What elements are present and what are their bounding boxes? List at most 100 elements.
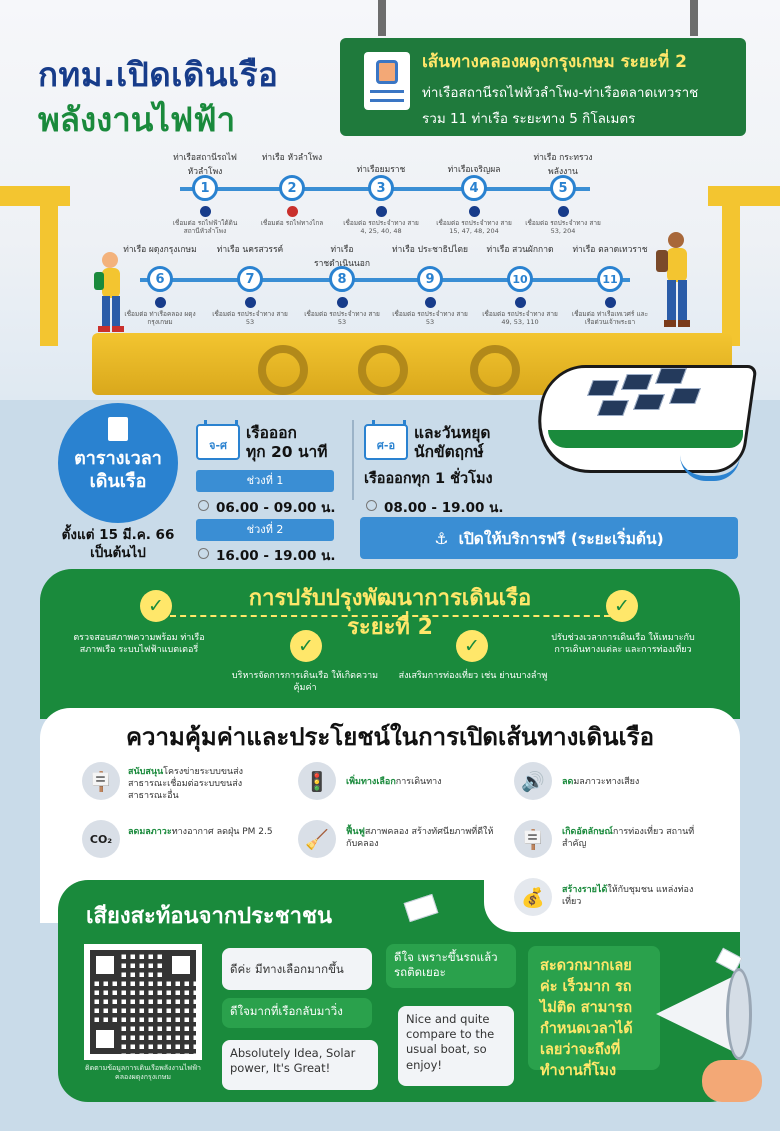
traffic-light-icon: 🚦 (298, 762, 336, 800)
slot1-time: 06.00 - 09.00 น. (216, 500, 336, 516)
benefit-item: เกิดอัตลักษณ์การท่องเที่ยว สถานที่สำคัญ (562, 826, 712, 850)
bus-icon (515, 297, 526, 308)
station-info: เชื่อมต่อ รถไฟทางไกล (260, 219, 324, 227)
benefit-item: ลดมลภาวะทางอากาศ ลดฝุ่น PM 2.5 (128, 826, 278, 838)
station-2-marker[interactable]: 2 (279, 175, 305, 201)
main-title-line2: พลังงานไฟฟ้า (38, 100, 236, 139)
check-icon: ✓ (290, 630, 322, 662)
benefit-bold: สนับสนุน (128, 767, 164, 777)
since-line2: เป็นต้นไป (90, 545, 146, 562)
slot2-label: ช่วงที่ 2 (196, 519, 334, 541)
route-card: เส้นทางคลองผดุงกรุงเกษม ระยะที่ 2 ท่าเรื… (340, 38, 746, 136)
weekend-label: ศ-อ (376, 439, 396, 452)
gate-right-beam (708, 186, 780, 206)
main-title-line1: กทม.เปิดเดินเรือ (38, 55, 279, 94)
station-name: ท่าเรือ นครสวรรค์ (216, 245, 284, 255)
station-line-bottom (140, 278, 630, 282)
feedback-bubble: Absolutely Idea, Solar power, It's Great… (222, 1040, 378, 1090)
station-info: เชื่อมต่อ ท่าเรือเทเวศร์ และเรือด่วนเจ้า… (571, 310, 649, 326)
gate-left-beam (0, 186, 70, 206)
station-8-marker[interactable]: 8 (329, 266, 355, 292)
station-11-marker[interactable]: 11 (597, 266, 623, 292)
qr-code[interactable] (84, 944, 202, 1060)
station-name: ท่าเรือ ประชาธิปไตย (391, 245, 469, 255)
benefit-item: เพิ่มทางเลือกการเดินทาง (346, 776, 496, 788)
station-name: ท่าเรือ ผดุงกรุงเกษม (123, 245, 197, 255)
station-6-marker[interactable]: 6 (147, 266, 173, 292)
co2-icon: CO₂ (82, 820, 120, 858)
boat-sign-icon (364, 52, 410, 110)
weekday-line1: เรือออก (246, 424, 297, 442)
check-icon: ✓ (140, 590, 172, 622)
money-bag-icon: 💰 (514, 878, 552, 916)
document-icon (108, 417, 128, 441)
benefit-rest: ให้กับชุมชน แหล่งท่องเที่ยว (562, 885, 694, 908)
bus-icon (558, 206, 569, 217)
benefit-bold: เกิดอัตลักษณ์ (562, 827, 613, 837)
station-info: เชื่อมต่อ รถประจำทาง สาย 15, 47, 48, 204 (436, 219, 512, 235)
clock-icon (198, 548, 209, 559)
feedback-bubble-highlight: สะดวกมากเลยค่ะ เร็วมาก รถไม่ติด สามารถกำ… (528, 946, 660, 1079)
station-info: เชื่อมต่อ รถประจำทาง สาย 53 (212, 310, 288, 326)
lifebuoy-ring (470, 345, 520, 395)
route-line2: รวม 11 ท่าเรือ ระยะทาง 5 กิโลเมตร (422, 111, 636, 127)
free-service-text: เปิดให้บริการฟรี (ระยะเริ่มต้น) (458, 529, 664, 548)
speaker-icon: 🔊 (514, 762, 552, 800)
calendar-icon-weekday: จ-ศ (196, 420, 240, 460)
development-path (170, 615, 610, 617)
station-4-marker[interactable]: 4 (461, 175, 487, 201)
station-name: ท่าเรือสถานีรถไฟ หัวลำโพง (173, 153, 237, 177)
development-item: ตรวจสอบสภาพความพร้อม ท่าเรือ สภาพเรือ ระ… (73, 633, 205, 656)
benefit-bold: ฟื้นฟู (346, 827, 365, 837)
benefit-bold: เพิ่มทางเลือก (346, 777, 396, 787)
qr-pattern (90, 950, 196, 1054)
calendar-icon-weekend: ศ-อ (364, 420, 408, 460)
benefit-bold: ลด (562, 777, 574, 787)
megaphone-icon (656, 968, 766, 1060)
benefit-bold: ลดมลภาวะ (128, 827, 172, 837)
feedback-bubble: ดีค่ะ มีทางเลือกมากขึ้น (222, 948, 372, 990)
train-icon (287, 206, 298, 217)
broom-icon: 🧹 (298, 820, 336, 858)
station-10-marker[interactable]: 10 (507, 266, 533, 292)
anchor-icon: ⚓ (434, 528, 449, 548)
megaphone-cone (656, 976, 734, 1052)
slot1-label: ช่วงที่ 1 (196, 470, 334, 492)
metro-icon (200, 206, 211, 217)
weekday-line2: ทุก 20 นาที (246, 443, 328, 462)
feedback-bubble: Nice and quite compare to the usual boat… (398, 1006, 514, 1086)
feedback-bubble: ดีใจมากที่เรือกลับมาวิ่ง (222, 998, 372, 1028)
station-info: เชื่อมต่อ รถประจำทาง สาย 53 (392, 310, 468, 326)
boat-icon (155, 297, 166, 308)
station-info: เชื่อมต่อ รถประจำทาง สาย 49, 53, 110 (482, 310, 558, 326)
bus-icon (245, 297, 256, 308)
benefit-item: สร้างรายได้ให้กับชุมชน แหล่งท่องเที่ยว (562, 884, 712, 908)
schedule-title-line1: ตารางเวลา (74, 448, 162, 469)
check-icon: ✓ (606, 590, 638, 622)
bus-icon (376, 206, 387, 217)
development-item: บริหารจัดการการเดินเรือ ให้เกิดความคุ้มค… (231, 671, 379, 694)
weekday-frequency: เรือออก ทุก 20 นาที (246, 424, 327, 463)
hanger-right (690, 0, 698, 36)
qr-corner (166, 950, 196, 980)
gate-left-pillar (40, 206, 58, 346)
station-9-marker[interactable]: 9 (417, 266, 443, 292)
station-name: ท่าเรือยมราช (356, 165, 406, 175)
development-title: การปรับปรุงพัฒนาการเดินเรือ ระยะที่ 2 (120, 584, 660, 642)
weekday-label: จ-ศ (209, 439, 227, 452)
development-title-line2: ระยะที่ 2 (347, 615, 433, 641)
development-title-line1: การปรับปรุงพัฒนาการเดินเรือ (248, 586, 532, 611)
station-5-marker[interactable]: 5 (550, 175, 576, 201)
since-line1: ตั้งแต่ 15 มี.ค. 66 (61, 527, 175, 543)
benefit-item: สนับสนุนโครงข่ายระบบขนส่งสาธารณะเชื่อมต่… (128, 766, 278, 802)
clock-icon (366, 500, 377, 511)
station-7-marker[interactable]: 7 (237, 266, 263, 292)
station-1-marker[interactable]: 1 (192, 175, 218, 201)
station-info: เชื่อมต่อ รถประจำทาง สาย 53 (304, 310, 380, 326)
benefits-title: ความคุ้มค่าและประโยชน์ในการเปิดเส้นทางเด… (126, 723, 654, 751)
station-3-marker[interactable]: 3 (368, 175, 394, 201)
route-line1: ท่าเรือสถานีรถไฟหัวลำโพง-ท่าเรือตลาดเทวร… (422, 85, 699, 101)
benefit-bold: สร้างรายได้ (562, 885, 608, 895)
station-name: ท่าเรือ ตลาดเทวราช (572, 245, 648, 255)
weekend-frequency: เรือออกทุก 1 ชั่วโมง (364, 471, 493, 487)
